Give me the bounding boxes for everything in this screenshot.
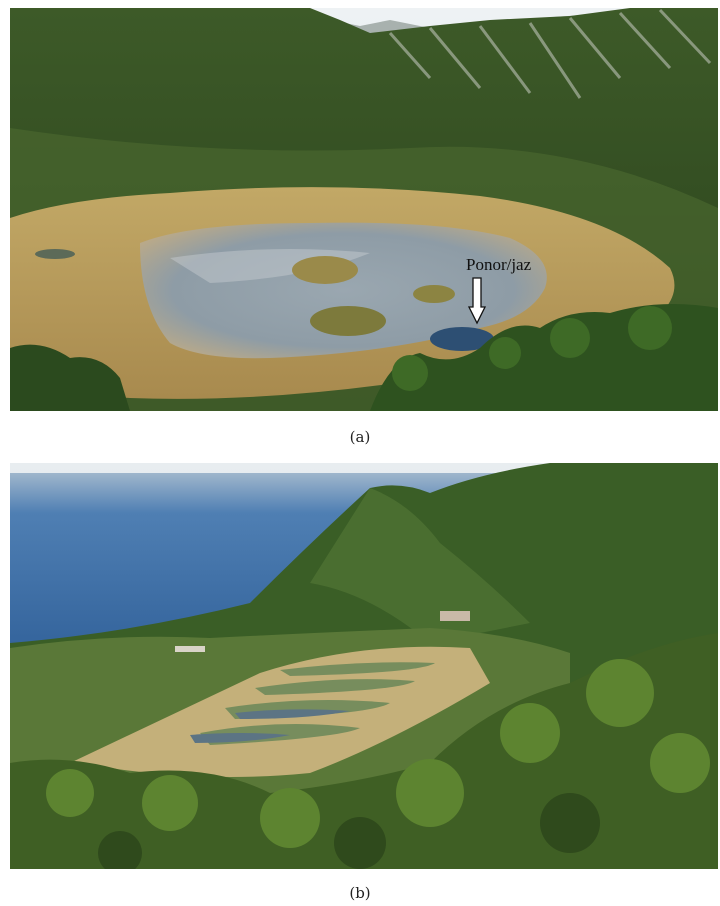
island	[413, 285, 455, 303]
photo-panel-b	[10, 463, 718, 869]
foreground-trees-left	[10, 344, 130, 411]
photo-b-illustration	[10, 463, 718, 869]
rocky-slope	[388, 8, 712, 99]
island	[310, 306, 386, 336]
photo-panel-a	[10, 8, 718, 411]
island	[292, 256, 358, 284]
building	[440, 611, 470, 621]
photo-a-illustration	[10, 8, 718, 411]
caption-b: (b)	[349, 884, 371, 902]
down-arrow-icon	[468, 277, 486, 325]
caption-a: (a)	[349, 428, 371, 446]
lake	[140, 222, 547, 359]
building	[175, 646, 205, 652]
ponor-pool	[430, 327, 494, 351]
ponor-annotation-label: Ponor/jaz	[466, 255, 532, 274]
